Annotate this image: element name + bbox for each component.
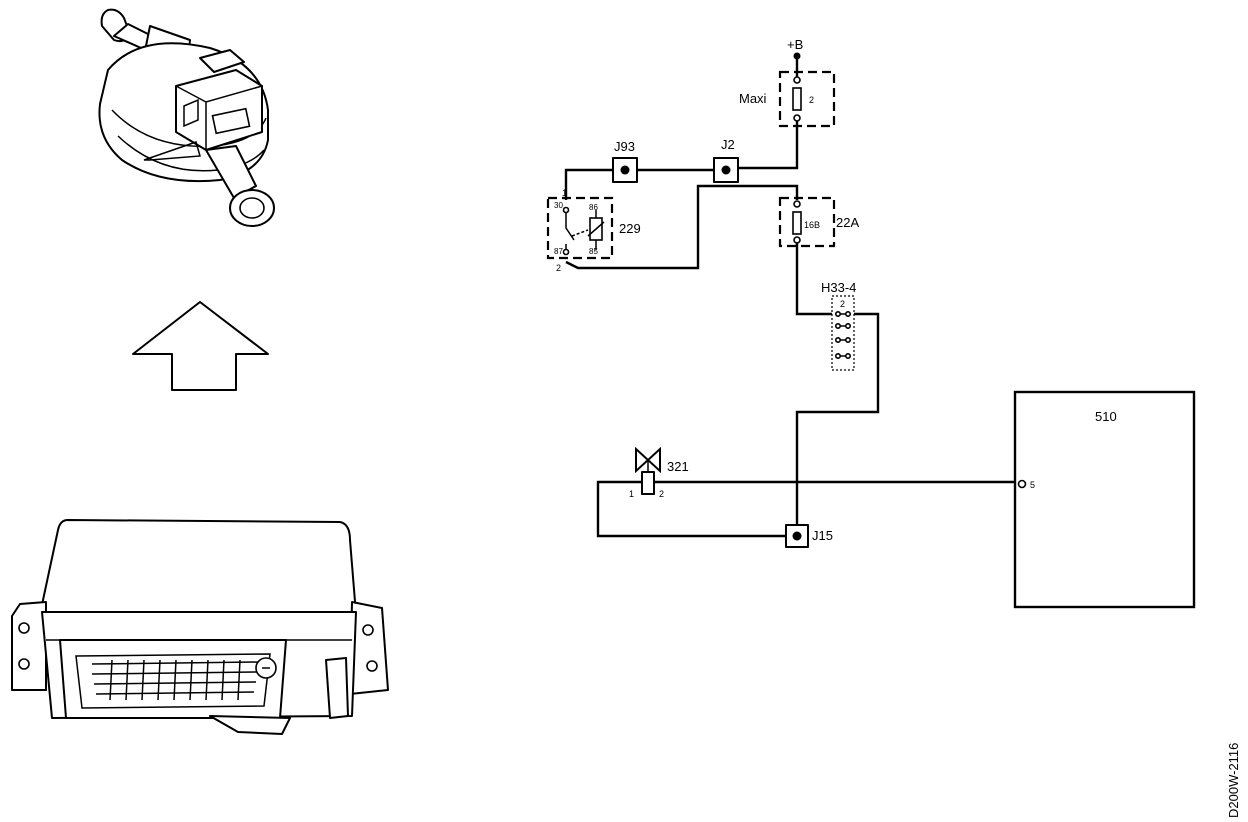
connector-pins [834, 310, 851, 359]
fuse-box-label: 22A [836, 215, 859, 230]
up-arrow-icon [132, 301, 269, 391]
relay-pin-30: 30 [554, 201, 563, 210]
battery-supply: +B [787, 37, 803, 60]
junction-j2: J2 [713, 137, 739, 183]
junction-j15: J15 [785, 524, 833, 548]
ecu-illustration [11, 519, 389, 735]
junction-j2-label: J2 [721, 137, 735, 152]
ecu-label: 510 [1095, 409, 1117, 424]
relay-pin-1: 1 [562, 188, 567, 198]
supply-label: +B [787, 37, 803, 52]
relay-pin-2: 2 [556, 263, 561, 273]
relay-pin-87: 87 [554, 247, 563, 256]
valve-label: 321 [667, 459, 689, 474]
wires [564, 57, 1018, 538]
drawing-reference: D200W-2116 [1226, 743, 1241, 818]
fuse-number: 16B [804, 220, 820, 230]
connector-h33-4: H33-4 2 [821, 280, 856, 371]
relay-pin-85: 85 [589, 247, 598, 256]
ecu-pin-label: 5 [1030, 480, 1035, 490]
maxi-fuse: Maxi 2 [739, 70, 836, 128]
relay-label: 229 [619, 221, 641, 236]
connector-label: H33-4 [821, 280, 856, 295]
maxi-fuse-number: 2 [809, 95, 814, 105]
connector-pin-label: 2 [840, 299, 845, 309]
ecu-510: 510 5 [1013, 390, 1196, 609]
ecu-connector-pins [91, 659, 261, 701]
fuse-22a: 16B 22A [778, 196, 859, 248]
junction-j15-label: J15 [812, 528, 833, 543]
junction-j93: J93 [612, 139, 638, 183]
valve-pin-2: 2 [659, 489, 664, 499]
junction-j93-label: J93 [614, 139, 635, 154]
purge-valve-illustration [98, 8, 275, 227]
relay-229: 30 86 87 85 1 2 229 [546, 188, 641, 273]
purge-valve-321: 321 1 2 [629, 446, 689, 499]
valve-pin-1: 1 [629, 489, 634, 499]
relay-pin-86: 86 [589, 203, 598, 212]
maxi-fuse-label: Maxi [739, 91, 767, 106]
